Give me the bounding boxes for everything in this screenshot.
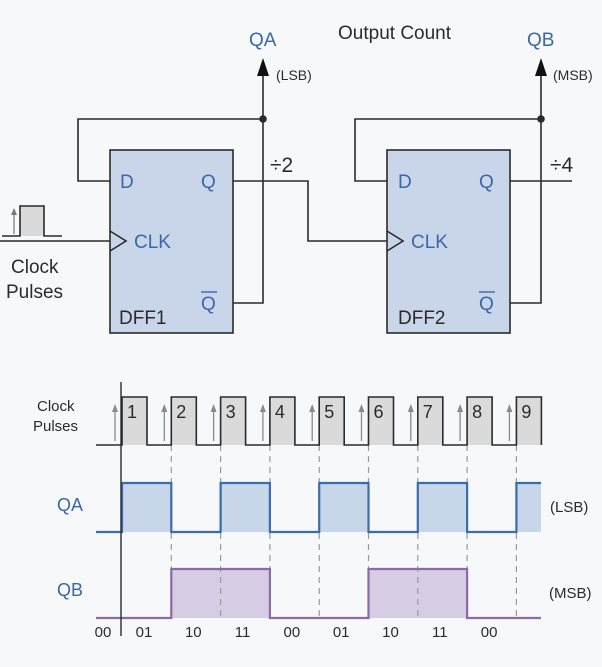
clock-pulse-fill	[220, 397, 246, 445]
pulse-number-label: 5	[324, 402, 334, 422]
clock-edge-arrowhead	[259, 404, 266, 412]
clock-pulse-arrowhead	[11, 208, 17, 215]
count-label: 10	[185, 624, 202, 641]
title-output-count: Output Count	[338, 23, 452, 44]
clock-pulse-fill	[319, 397, 345, 445]
dff1-feedback-wire	[77, 118, 263, 182]
pulse-number-label: 2	[176, 402, 186, 422]
qa-bit-label: (LSB)	[276, 67, 312, 83]
dff2-name: DFF2	[398, 308, 446, 329]
count-label: 01	[333, 624, 350, 641]
count-label: 01	[136, 624, 153, 641]
dff2-clk-label: CLK	[411, 232, 448, 253]
timing-clock-label-1: Clock	[37, 398, 75, 415]
timing-text: 1 2 3 4 5 6 7 8 9 00 01 10 11 00 01 10 11 00	[95, 402, 532, 641]
clock-pulse-fill	[417, 397, 443, 445]
pulse-number-label: 6	[374, 402, 384, 422]
clock-pulse-fill	[269, 397, 295, 445]
clock-pulse-fill	[368, 397, 394, 445]
clock-pulse-fill	[516, 397, 542, 445]
clock-edge-arrowhead	[407, 404, 414, 412]
count-label: 11	[432, 624, 448, 641]
qa-label: QA	[249, 30, 277, 51]
dff2-feedback-wire	[354, 118, 541, 182]
dff1-name: DFF1	[119, 308, 167, 329]
count-label: 11	[235, 624, 251, 641]
dff1-clk-triangle	[109, 230, 128, 252]
count-label: 00	[481, 624, 498, 641]
clock-edge-arrowhead	[506, 404, 513, 412]
qa-high-fill	[417, 483, 468, 532]
qb-arrow-icon	[535, 58, 547, 76]
timing-qb-label: QB	[57, 580, 83, 600]
qa-high-fill	[220, 483, 270, 532]
clock-edge-arrowhead	[358, 404, 365, 412]
count-label: 10	[382, 624, 399, 641]
dff1-qbar-wire	[233, 72, 264, 304]
qa-high-fill	[122, 483, 172, 532]
circuit-labels: Output Count QA (LSB) QB (MSB) ÷2 ÷4 Clo…	[6, 23, 593, 329]
pulse-number-label: 4	[275, 402, 285, 422]
dff1-qbar-label: Q	[201, 294, 216, 315]
dff1-d-label: D	[120, 172, 134, 193]
clock-input-label-1: Clock	[11, 257, 59, 278]
qa-high-fill	[319, 483, 369, 532]
clock-edge-arrowhead	[309, 404, 316, 412]
dff2-clk-triangle	[386, 230, 405, 252]
qb-high-fill	[417, 569, 468, 618]
dff2-d-label: D	[398, 172, 412, 193]
dff2-junction	[537, 115, 545, 123]
dff1-junction	[259, 115, 267, 123]
clock-pulse-icon	[2, 205, 62, 237]
count-label: 00	[284, 624, 301, 641]
divide-by-4-label: ÷4	[550, 154, 574, 177]
clock-edge-arrowhead	[161, 404, 168, 412]
count-label: 00	[95, 624, 112, 641]
timing-lines	[96, 396, 543, 620]
clock-edge-arrowhead	[457, 404, 464, 412]
qb-high-fill	[171, 569, 221, 618]
dff2-box	[386, 149, 511, 334]
timing-qa-label: QA	[57, 495, 83, 515]
pulse-number-label: 1	[127, 402, 137, 422]
qb-label: QB	[527, 30, 554, 51]
dff2-q-label: Q	[479, 172, 494, 193]
dff1-q-label: Q	[201, 172, 216, 193]
circuit	[0, 58, 572, 334]
dff1-q-wire	[233, 180, 387, 242]
dff1-box	[109, 149, 234, 334]
clock-input-label-2: Pulses	[6, 282, 63, 303]
pulse-number-label: 9	[521, 402, 531, 422]
dff2-qbar-label: Q	[479, 294, 494, 315]
clock-pulse-fill	[122, 397, 147, 445]
timing-diagram: 1 2 3 4 5 6 7 8 9 00 01 10 11 00 01 10 11 00 Clock Pulses…	[33, 382, 592, 641]
qa-high-fill	[516, 483, 541, 532]
pulse-number-label: 8	[472, 402, 482, 422]
qb-high-fill	[220, 569, 270, 618]
pulse-number-label: 7	[423, 402, 433, 422]
clock-edge-arrowhead	[210, 404, 217, 412]
timing-qa-side-label: (LSB)	[550, 499, 588, 516]
dff2-qbar-wire	[510, 72, 542, 304]
clock-waveform	[96, 396, 543, 446]
clock-pulse-fill	[467, 397, 493, 445]
qa-arrow-icon	[257, 58, 269, 76]
qa-waveform	[96, 481, 541, 534]
dff1-clk-label: CLK	[134, 232, 171, 253]
pulse-number-label: 3	[226, 402, 236, 422]
qb-waveform	[96, 567, 541, 620]
clock-pulse-fill	[171, 397, 197, 445]
divide-by-2-label: ÷2	[270, 154, 293, 177]
qb-bit-label: (MSB)	[553, 67, 593, 83]
clock-edge-arrowhead	[112, 404, 118, 412]
timing-qb-side-label: (MSB)	[549, 585, 592, 602]
qb-high-fill	[368, 569, 418, 618]
timing-clock-label-2: Pulses	[33, 418, 78, 435]
timing-fills	[122, 397, 542, 618]
